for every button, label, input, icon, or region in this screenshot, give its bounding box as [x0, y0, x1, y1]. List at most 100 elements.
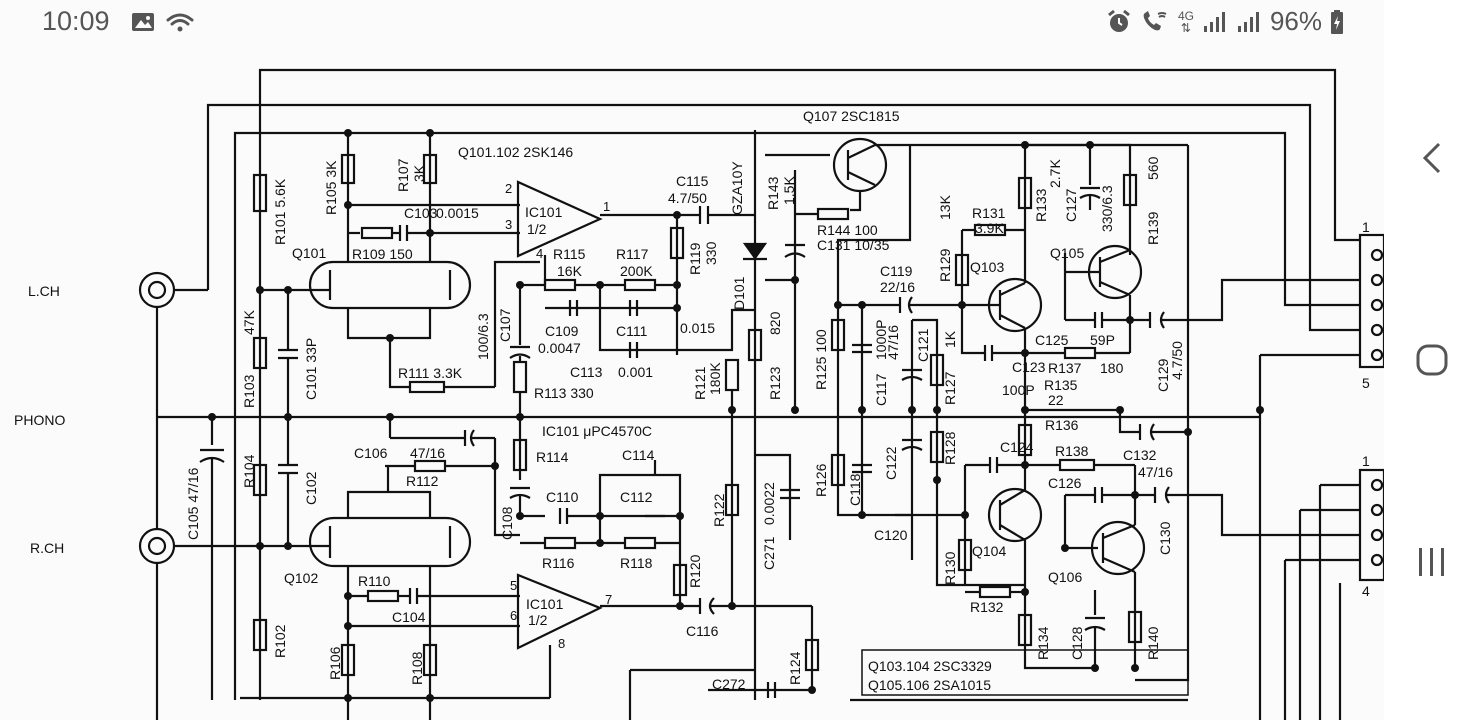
navigation-bar — [1384, 0, 1480, 720]
label-r115: R115 — [553, 246, 586, 262]
label-c110: C110 — [546, 489, 579, 505]
schematic-image: L.CH PHONO R.CH Q101.102 2SK146 Q107 2SC… — [0, 48, 1386, 720]
label-r121-value: 180K — [707, 362, 723, 395]
label-r107-value: 3K — [411, 164, 427, 182]
label-r117-value: 200K — [620, 263, 653, 279]
label-r132: R132 — [970, 599, 1004, 615]
label-r123-value: 820 — [767, 311, 783, 335]
label-pin5: 5 — [510, 578, 517, 593]
label-r128: R128 — [942, 431, 958, 465]
label-c128: C128 — [1069, 626, 1085, 660]
label-c123-value: 100P — [1002, 382, 1035, 398]
home-icon — [1416, 344, 1448, 376]
label-r129-value: 13K — [937, 194, 953, 220]
label-c123: C123 — [1012, 359, 1046, 375]
label-r122: R122 — [711, 493, 727, 527]
label-pin2: 2 — [505, 181, 512, 196]
label-c122: C122 — [883, 446, 899, 480]
label-r138: R138 — [1055, 443, 1089, 459]
label-c121: C121 — [915, 328, 931, 362]
label-c113: C113 — [570, 364, 603, 380]
label-phono: PHONO — [14, 412, 65, 428]
recents-icon — [1419, 548, 1444, 576]
label-c111-value: 0.015 — [680, 320, 715, 336]
label-r113: R113 330 — [534, 385, 594, 401]
label-c112: C112 — [620, 489, 653, 505]
label-pin3: 3 — [505, 217, 512, 232]
label-c113-value: 0.001 — [618, 364, 653, 380]
label-ic101-top: IC101 — [525, 204, 563, 220]
label-connector-pin4: 4 — [1362, 583, 1370, 599]
label-r123: R123 — [767, 366, 783, 400]
label-r108: R108 — [409, 651, 425, 685]
label-c105: C105 47/16 — [185, 467, 201, 540]
label-r103-value: 47K — [241, 309, 257, 335]
label-c132: C132 — [1123, 447, 1157, 463]
label-c272: C272 — [712, 676, 746, 692]
label-r136: R136 — [1045, 417, 1079, 433]
label-r143-value: 1.5K — [781, 176, 797, 205]
label-c130: C130 — [1157, 521, 1173, 555]
label-c106: C106 — [354, 445, 388, 461]
label-c126: C126 — [1048, 475, 1082, 491]
label-connector-pin1-top: 1 — [1362, 219, 1370, 235]
status-bar: 10:09 4G⇅ — [0, 0, 1384, 48]
label-c117: C117 — [873, 373, 889, 406]
label-c108: C108 — [499, 506, 515, 540]
label-r139-value: 560 — [1145, 156, 1161, 180]
label-c119-value: 22/16 — [880, 279, 915, 295]
label-r137-value: 180 — [1100, 360, 1124, 376]
label-r103: R103 — [241, 374, 257, 408]
label-r111: R111 3.3K — [398, 365, 463, 381]
battery-percent: 96% — [1269, 6, 1322, 36]
recents-button[interactable] — [1412, 540, 1452, 584]
label-c119: C119 — [880, 263, 913, 279]
label-r114: R114 — [536, 449, 569, 465]
label-r119-value: 330 — [703, 241, 719, 265]
back-button[interactable] — [1412, 136, 1452, 180]
label-r115-value: 16K — [557, 263, 583, 279]
label-r110: R110 — [358, 573, 391, 589]
label-q104: Q104 — [972, 543, 1006, 559]
label-r139: R139 — [1145, 211, 1161, 245]
label-c101: C101 33P — [303, 338, 319, 400]
label-r125: R125 100 — [813, 329, 829, 390]
schematic-diagram: L.CH PHONO R.CH Q101.102 2SK146 Q107 2SC… — [14, 68, 1386, 720]
home-button[interactable] — [1412, 338, 1452, 382]
label-r119: R119 — [687, 242, 703, 275]
label-r127: R127 — [942, 371, 958, 405]
label-r109: R109 150 — [352, 246, 413, 262]
label-pin8: 8 — [558, 636, 565, 651]
label-c106-value: 47/16 — [410, 445, 445, 461]
label-q107: Q107 2SC1815 — [803, 108, 900, 124]
label-c131: C131 10/35 — [817, 237, 890, 253]
label-c103-value: 0.0015 — [436, 205, 479, 221]
label-c124: C124 — [1000, 439, 1034, 455]
label-r144: R144 100 — [817, 222, 878, 238]
label-ic101-top-half: 1/2 — [527, 221, 547, 237]
label-q101: Q101 — [292, 245, 326, 261]
label-q106: Q106 — [1048, 569, 1082, 585]
label-c104: C104 — [392, 609, 426, 625]
label-r116: R116 — [542, 555, 575, 571]
label-q102: Q102 — [284, 570, 318, 586]
label-r126: R126 — [813, 463, 829, 497]
label-c107-value: 100/6.3 — [475, 313, 491, 360]
label-q105: Q105 — [1050, 245, 1084, 261]
label-gza10y: GZA10Y — [729, 161, 745, 215]
label-d101: D101 — [731, 276, 747, 310]
alarm-icon — [1108, 9, 1130, 32]
label-r127-value: 1K — [942, 330, 958, 348]
label-pin6: 6 — [510, 608, 517, 623]
wifi-calling-icon — [166, 13, 194, 32]
label-c109-value: 0.0047 — [538, 340, 581, 356]
label-c121-value: 47/16 — [885, 325, 901, 360]
label-r135: R135 — [1044, 377, 1078, 393]
label-q103: Q103 — [970, 259, 1004, 275]
image-icon — [132, 13, 154, 31]
label-r133-value: 2.7K — [1047, 159, 1063, 188]
label-r104: R104 — [241, 454, 257, 488]
label-r112: R112 — [406, 473, 439, 489]
label-r107: R107 — [395, 158, 411, 192]
label-c115: C115 — [676, 173, 709, 189]
